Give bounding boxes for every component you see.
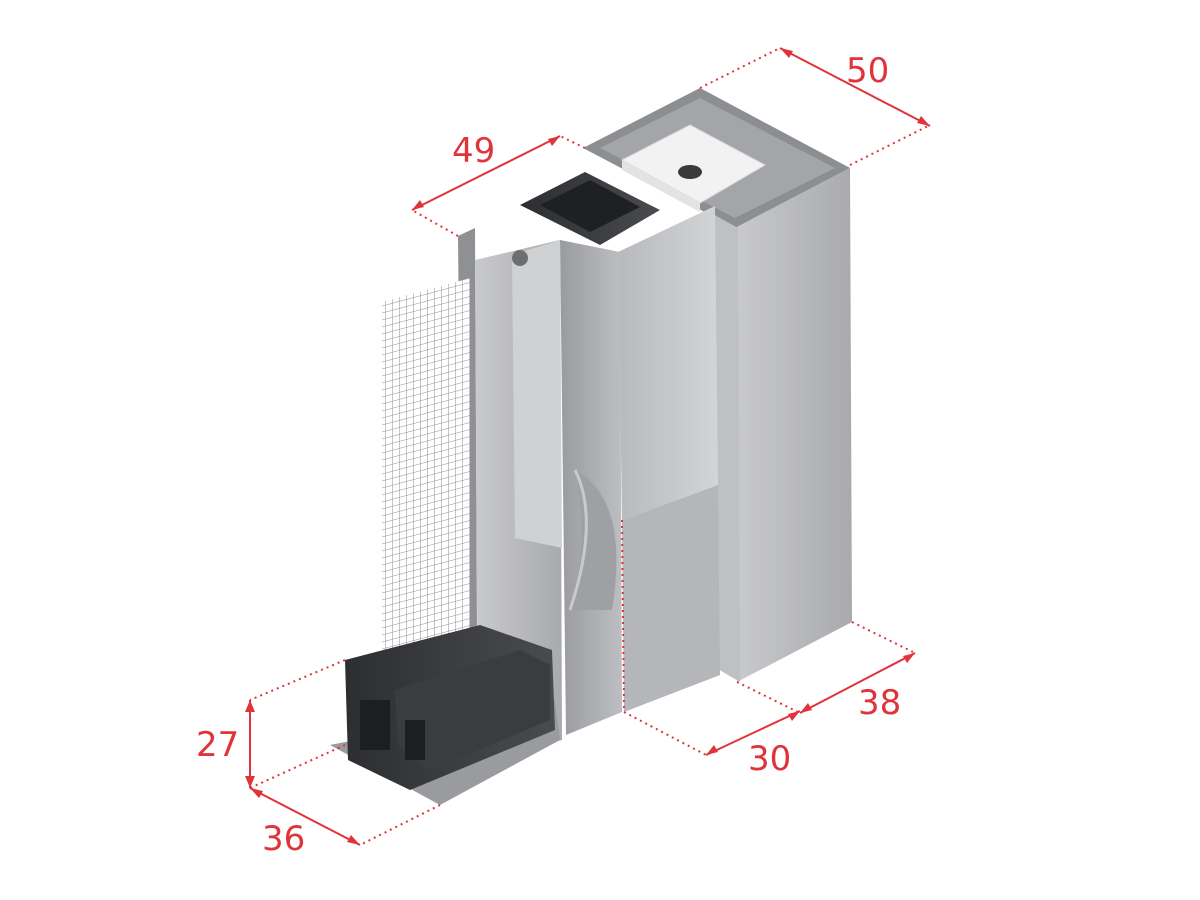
dim-50-line bbox=[779, 47, 931, 127]
insect-mesh bbox=[382, 278, 470, 742]
dim-27-label: 27 bbox=[196, 725, 239, 765]
dim-30-line bbox=[705, 710, 801, 756]
dim-30-label: 30 bbox=[748, 739, 791, 779]
dim-38-label: 38 bbox=[858, 683, 901, 723]
dimension-annotations: 50 49 38 30 27 36 bbox=[196, 47, 931, 859]
insulation-block bbox=[620, 124, 767, 212]
dim-50-label: 50 bbox=[846, 51, 889, 91]
dim-38-line bbox=[799, 652, 916, 714]
dim-49-line bbox=[411, 135, 561, 211]
pivot-pin bbox=[512, 250, 528, 266]
dim-49-label: 49 bbox=[452, 131, 495, 171]
dim-36-label: 36 bbox=[262, 819, 305, 859]
sash-frame bbox=[520, 172, 720, 735]
screw-hole bbox=[678, 165, 702, 179]
dim-36-line bbox=[249, 787, 361, 846]
bottom-track bbox=[330, 625, 560, 805]
handle-recess bbox=[570, 470, 617, 610]
